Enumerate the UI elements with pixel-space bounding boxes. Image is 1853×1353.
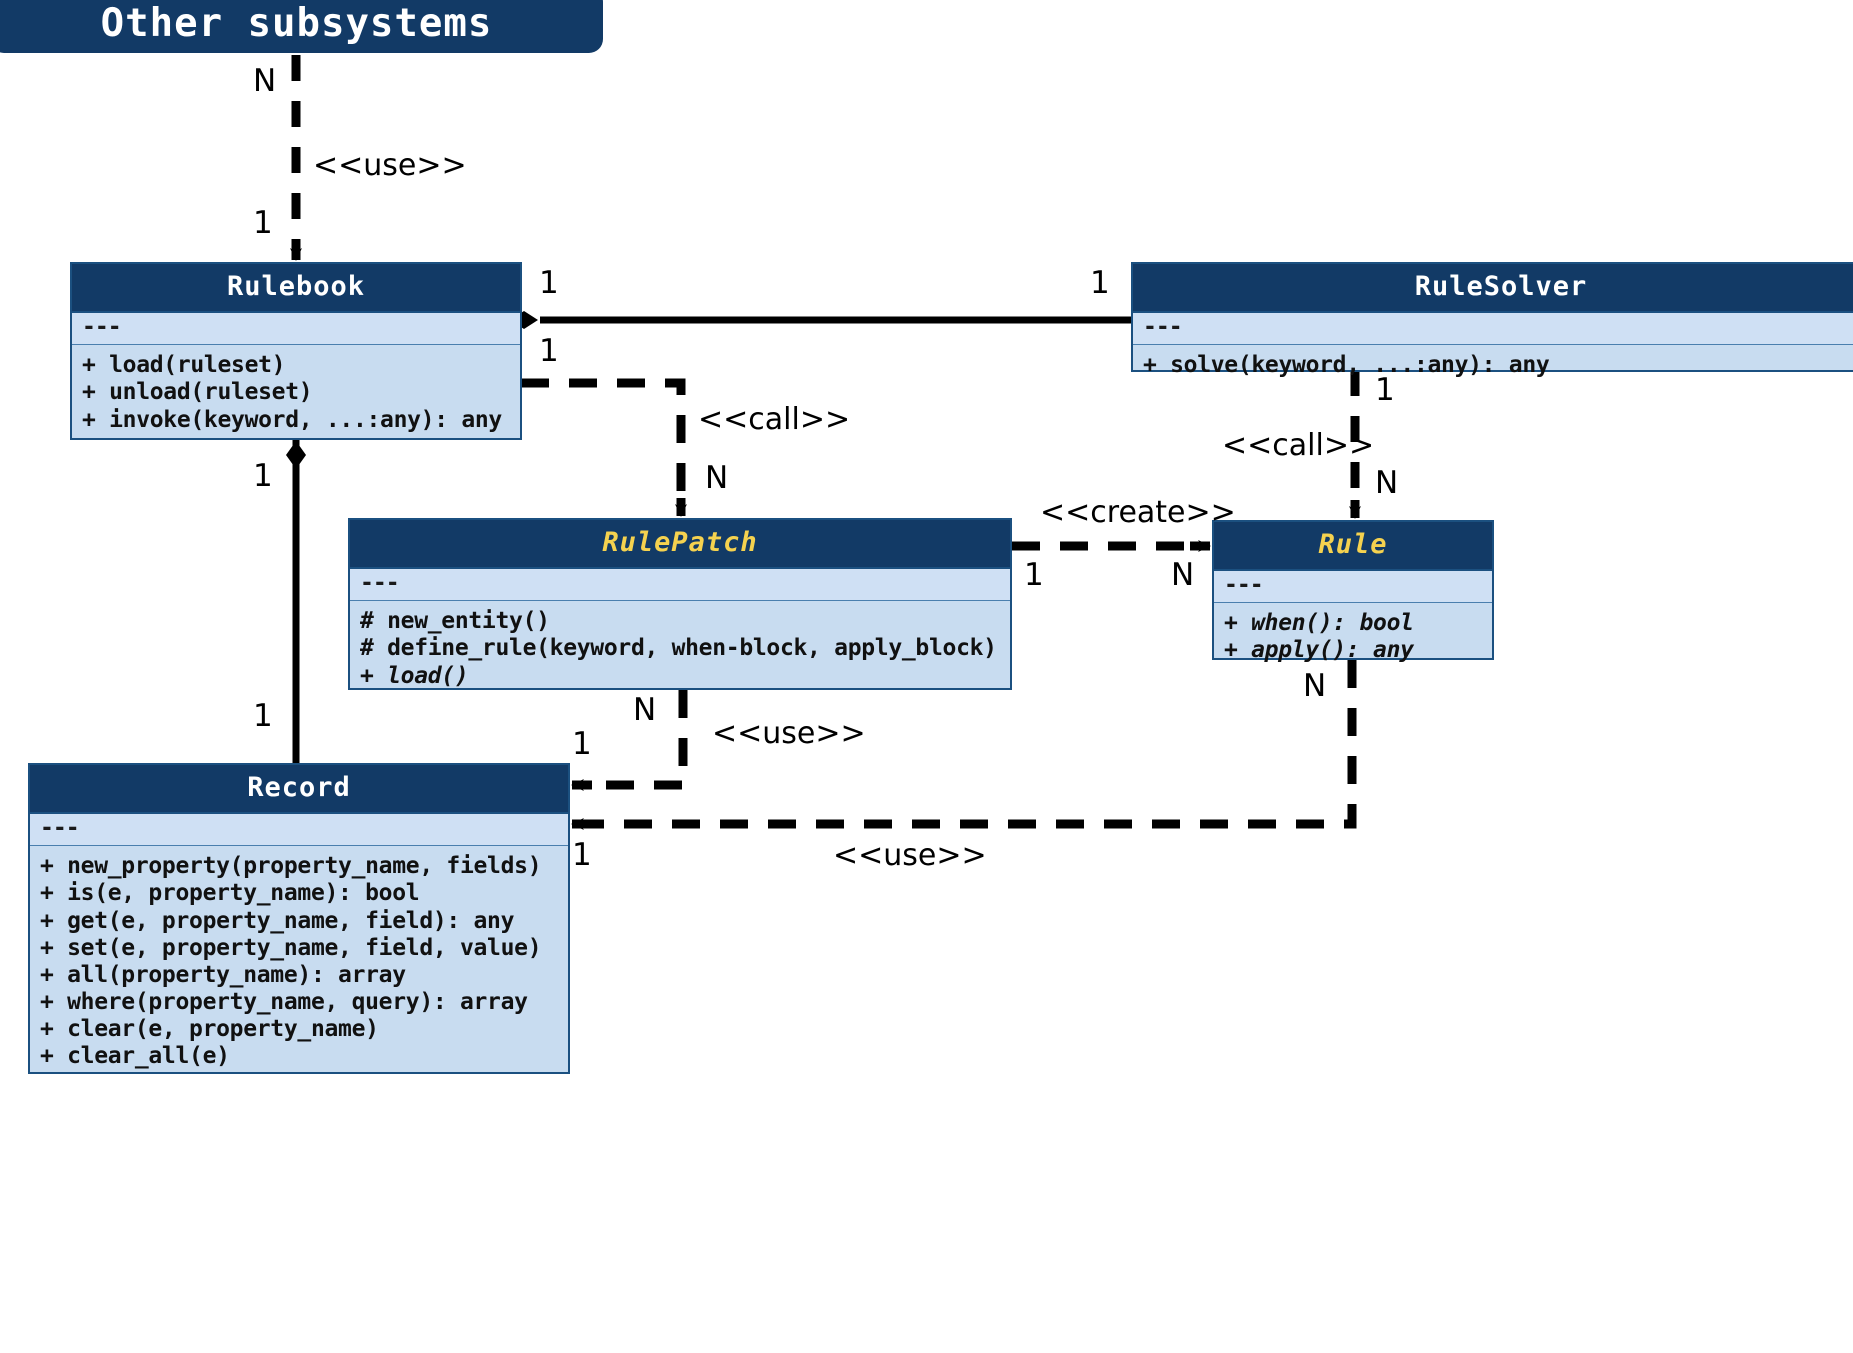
- multiplicity-rulebook-solver-left: 1: [539, 265, 559, 301]
- edge-rulebook-rulepatch: [521, 378, 687, 517]
- class-methods-rulebook: + load(ruleset) + unload(ruleset) + invo…: [72, 345, 520, 442]
- multiplicity-rulepatch-rule-n: N: [1171, 557, 1195, 593]
- multiplicity-rulesolver-rule-n: N: [1375, 465, 1399, 501]
- method-item: + unload(ruleset): [82, 379, 313, 406]
- multiplicity-rulebook-solver-right: 1: [1090, 265, 1110, 301]
- class-box-rulepatch[interactable]: RulePatch --- # new_entity() # define_ru…: [348, 518, 1012, 690]
- class-attributes-rulebook: ---: [72, 313, 520, 346]
- edge-label-create-rulepatch-rule: <<create>>: [1040, 495, 1236, 530]
- class-title-rulepatch: RulePatch: [350, 520, 1010, 570]
- method-item: + solve(keyword, ...:any): any: [1143, 352, 1550, 379]
- edge-label-call-rulesolver-rule: <<call>>: [1222, 428, 1375, 463]
- class-methods-rule: + when(): bool + apply(): any: [1214, 603, 1492, 673]
- edge-label-use-subsystems-rulebook: <<use>>: [313, 148, 467, 183]
- class-methods-record: + new_property(property_name, fields) + …: [30, 846, 568, 1079]
- multiplicity-rulesolver-rule-1: 1: [1375, 372, 1395, 408]
- method-item: + load(): [360, 662, 469, 689]
- method-item: + invoke(keyword, ...:any): any: [82, 406, 502, 433]
- class-attributes-rulesolver: ---: [1133, 313, 1853, 346]
- edge-rulepatch-record: [571, 690, 688, 791]
- multiplicity-rulepatch-record-n: N: [633, 692, 657, 728]
- class-attributes-rulepatch: ---: [350, 569, 1010, 602]
- multiplicity-rulebook-record-bottom: 1: [253, 698, 273, 734]
- class-box-rule[interactable]: Rule --- + when(): bool + apply(): any: [1212, 520, 1494, 663]
- multiplicity-subsystems-1: 1: [253, 205, 273, 241]
- class-title-rulebook: Rulebook: [72, 264, 520, 314]
- method-item: + all(property_name): array: [40, 961, 406, 988]
- method-item: + apply(): any: [1224, 637, 1414, 664]
- method-item: + clear(e, property_name): [40, 1016, 379, 1043]
- method-item: + new_property(property_name, fields): [40, 853, 542, 880]
- class-box-record[interactable]: Record --- + new_property(property_name,…: [28, 763, 570, 1074]
- method-item: # define_rule(keyword, when-block, apply…: [360, 635, 997, 662]
- class-box-rulebook[interactable]: Rulebook --- + load(ruleset) + unload(ru…: [70, 262, 522, 440]
- multiplicity-rulepatch-rule-1: 1: [1024, 557, 1044, 593]
- method-item: + is(e, property_name): bool: [40, 880, 420, 907]
- multiplicity-rulepatch-record-1: 1: [572, 726, 592, 762]
- class-title-rule: Rule: [1214, 522, 1492, 572]
- edge-rulebook-rulesolver: [510, 311, 1131, 329]
- edge-rule-record: [571, 660, 1357, 830]
- multiplicity-subsystems-n: N: [253, 63, 277, 99]
- method-item: + clear_all(e): [40, 1043, 230, 1070]
- edge-rulebook-record: [286, 440, 306, 764]
- class-title-rulesolver: RuleSolver: [1133, 264, 1853, 314]
- edge-label-call-rulebook-rulepatch: <<call>>: [698, 402, 851, 437]
- method-item: + when(): bool: [1224, 610, 1414, 637]
- method-item: + load(ruleset): [82, 352, 286, 379]
- class-title-record: Record: [30, 765, 568, 815]
- multiplicity-rule-record-1: 1: [572, 837, 592, 873]
- method-item: + get(e, property_name, field): any: [40, 907, 515, 934]
- method-item: + set(e, property_name, field, value): [40, 934, 542, 961]
- multiplicity-rulebook-record-top: 1: [253, 458, 273, 494]
- class-methods-rulesolver: + solve(keyword, ...:any): any: [1133, 345, 1853, 388]
- class-box-rulesolver[interactable]: RuleSolver --- + solve(keyword, ...:any)…: [1131, 262, 1853, 378]
- edge-label-use-rule-record: <<use>>: [833, 838, 987, 873]
- edge-label-use-rulepatch-record: <<use>>: [712, 716, 866, 751]
- multiplicity-rulebook-rulepatch-1: 1: [539, 333, 559, 369]
- multiplicity-rule-record-n: N: [1303, 668, 1327, 704]
- class-methods-rulepatch: # new_entity() # define_rule(keyword, wh…: [350, 601, 1010, 698]
- method-item: # new_entity(): [360, 608, 550, 635]
- banner-label: Other subsystems: [100, 1, 493, 46]
- multiplicity-rulebook-rulepatch-n: N: [705, 460, 729, 496]
- method-item: + where(property_name, query): array: [40, 988, 528, 1015]
- banner-other-subsystems: Other subsystems: [0, 0, 603, 53]
- class-attributes-record: ---: [30, 814, 568, 847]
- class-attributes-rule: ---: [1214, 571, 1492, 604]
